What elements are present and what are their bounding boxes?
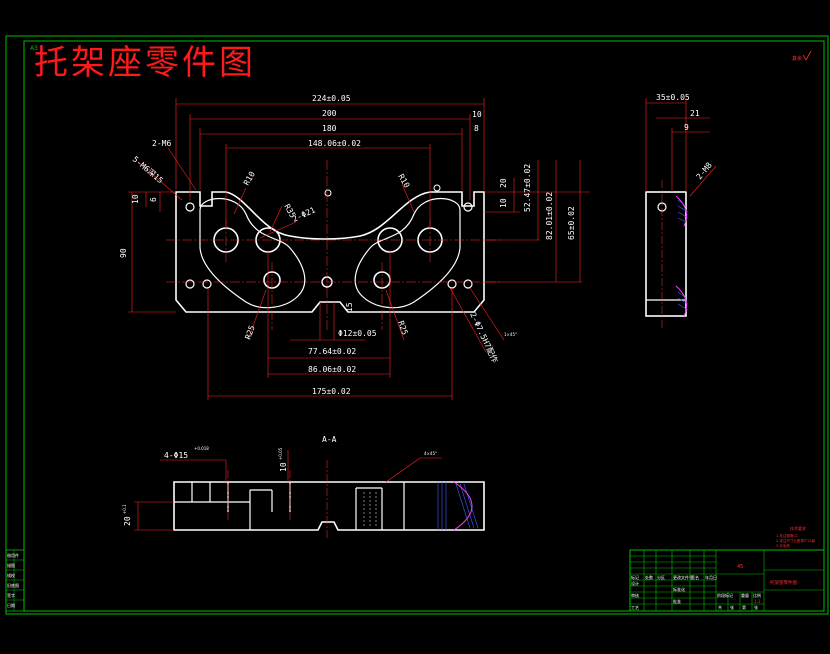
section-dim-10-tol: +0.05 — [278, 447, 283, 460]
tb-sheet-3: 张 — [754, 604, 758, 610]
side-dim-35: 35±0.05 — [656, 93, 690, 102]
inner-frame — [23, 40, 825, 612]
hole-small-4 — [447, 279, 457, 289]
dim-thread-5m6: 5-M6深15 — [131, 155, 165, 186]
tb-sheet-0: 共 — [718, 604, 722, 610]
hole-small-8 — [324, 189, 332, 197]
hole-small-6 — [463, 202, 473, 212]
strip-label-1: 描图 — [7, 562, 15, 568]
section-dim-20-tol: +0.1 — [122, 504, 127, 514]
hole-small-2 — [185, 279, 195, 289]
hole-small-7 — [433, 184, 441, 192]
strip-label-3: 旧底图 — [7, 582, 19, 588]
corner-code: A3 — [30, 45, 38, 52]
side-view: 35±0.05 21 9 2-M8 — [645, 93, 717, 330]
tb-header-3: 更改文件号 — [673, 574, 693, 580]
dim-right-10: 10 — [499, 198, 508, 208]
side-hatch-bottom — [675, 285, 688, 317]
dim-d12: Φ12±0.05 — [338, 329, 377, 338]
dim-8-top: 8 — [474, 124, 479, 133]
dim-chamfer: 1×45° — [504, 332, 517, 337]
dim-thread-2m6: 2-M6 — [152, 139, 171, 148]
tb-header-0: 标记 — [631, 574, 639, 580]
dim-pin: 2-Φ7.5H7配作 — [468, 311, 500, 365]
strip-label-2: 描校 — [7, 572, 15, 578]
tb-header-1: 处数 — [645, 574, 653, 580]
dim-r10-right: R10 — [396, 173, 411, 190]
dim-77: 77.64±0.02 — [308, 347, 356, 356]
dim-180: 180 — [322, 124, 337, 133]
notes-title: 技术要求 — [790, 525, 806, 531]
side-strip: 借用件 描图 描校 旧底图 签字 日期 — [5, 549, 25, 612]
dim-r10-left: R10 — [242, 170, 257, 187]
section-dim-holes: 4-Φ15 — [164, 451, 188, 460]
side-outline — [645, 191, 687, 317]
side-dim-thread: 2-M8 — [695, 161, 714, 182]
roughness-symbol — [802, 50, 812, 61]
front-center-lines — [166, 160, 500, 330]
strip-label-0: 借用件 — [7, 552, 19, 558]
dim-148: 148.06±0.02 — [308, 139, 361, 148]
tb-stage-2: 比例 — [753, 592, 761, 598]
dim-hole-21: 2-Φ21 — [291, 205, 317, 223]
tb-field-1: 批准 — [673, 598, 681, 604]
dim-200: 200 — [322, 109, 337, 118]
roughness-mark: 其余 — [792, 55, 802, 62]
section-label: A-A — [322, 435, 337, 444]
technical-notes: 技术要求 1.未注倒角C1 2.未注尺寸公差按IT12级 3.去毛刺 — [776, 525, 815, 548]
tb-sheet-1: 张 — [730, 604, 734, 610]
side-dim-21: 21 — [690, 109, 700, 118]
drawing-title: 托架座零件图 — [34, 43, 256, 83]
section-outline — [173, 481, 485, 531]
section-view: A-A — [122, 435, 485, 540]
dim-r25-left: R25 — [243, 324, 256, 341]
dim-r25-right: R25 — [396, 320, 409, 337]
dim-175: 175±0.02 — [312, 387, 351, 396]
tb-part-name: 托架座零件图 — [770, 579, 797, 586]
notes-line1: 1.未注倒角C1 — [776, 533, 798, 538]
dim-overall: 224±0.05 — [312, 94, 351, 103]
section-dim-10: 10 — [279, 462, 288, 472]
dim-86: 86.06±0.02 — [308, 365, 356, 374]
tb-field-0: 标准化 — [673, 586, 685, 592]
tb-sheet-2: 第 — [742, 604, 746, 610]
tb-header-4: 签名 — [691, 574, 699, 580]
title-block: 45 托架座零件图 标记 处数 分区 更改文件号 签名 年月日 设计 审核 工艺… — [629, 549, 825, 612]
dim-left-6: 6 — [149, 197, 158, 202]
dim-15: 15 — [345, 302, 354, 312]
dim-h65: 65±0.02 — [567, 206, 576, 240]
front-cam-contour — [199, 198, 461, 309]
dim-right-20: 20 — [499, 178, 508, 188]
tb-ratio: 1:1 — [754, 599, 761, 604]
tb-role-1: 审核 — [631, 592, 639, 598]
dim-h52: 52.47±0.02 — [523, 164, 532, 212]
hole-small-3 — [202, 279, 212, 289]
tb-stage-1: 重量 — [741, 592, 749, 598]
dim-h82: 82.01±0.02 — [545, 192, 554, 240]
dim-left-10: 10 — [131, 194, 140, 204]
section-dim-chamfer: 4×45° — [424, 451, 437, 456]
dim-height-90: 90 — [119, 248, 128, 258]
dim-10-top: 10 — [472, 110, 482, 119]
hole-small-1 — [185, 202, 195, 212]
notes-line2: 2.未注尺寸公差按IT12级 — [776, 538, 815, 543]
outer-frame — [5, 35, 829, 615]
tb-stage-0: 阶段标记 — [717, 592, 733, 598]
section-dim-holes-tol: +0.018 — [194, 446, 209, 451]
tb-role-0: 设计 — [631, 580, 639, 586]
side-dim-9: 9 — [684, 123, 689, 132]
front-dimension-lines — [128, 98, 590, 400]
hole-small-5 — [463, 279, 473, 289]
tb-header-5: 年月日 — [705, 574, 717, 580]
tb-material: 45 — [737, 564, 743, 570]
strip-label-4: 签字 — [7, 592, 15, 598]
section-dim-20: 20 — [123, 516, 132, 526]
notes-line3: 3.去毛刺 — [776, 543, 790, 548]
tb-role-2: 工艺 — [631, 605, 639, 610]
tb-header-2: 分区 — [657, 574, 665, 580]
strip-label-5: 日期 — [7, 602, 15, 608]
front-view: 224±0.05 200 180 148.06±0.02 10 8 2-M6 5… — [119, 94, 590, 400]
